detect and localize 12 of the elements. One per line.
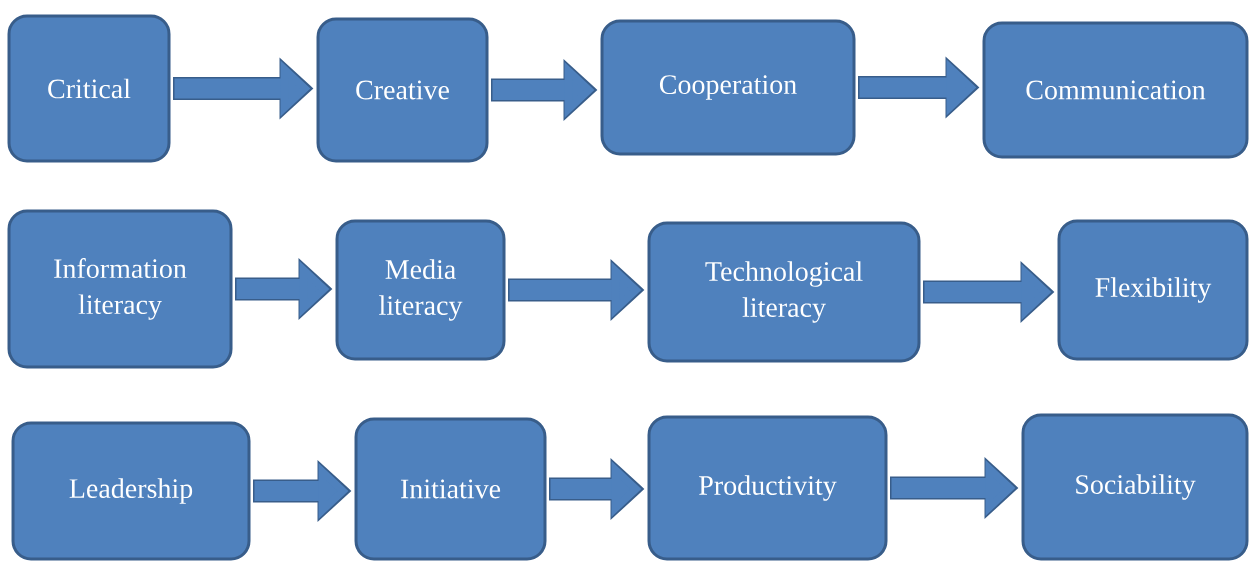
process-box: Flexibility xyxy=(1057,219,1249,361)
process-box: Creative xyxy=(316,17,489,163)
process-box: Communication xyxy=(982,21,1249,159)
process-box: Critical xyxy=(7,14,171,163)
process-box: Technological literacy xyxy=(647,221,921,363)
process-box: Cooperation xyxy=(600,19,856,156)
process-box: Information literacy xyxy=(7,209,233,369)
process-box: Initiative xyxy=(354,417,547,561)
process-box: Leadership xyxy=(11,421,251,561)
process-box: Sociability xyxy=(1021,413,1249,561)
process-box: Productivity xyxy=(647,415,888,561)
process-box: Media literacy xyxy=(335,219,506,361)
